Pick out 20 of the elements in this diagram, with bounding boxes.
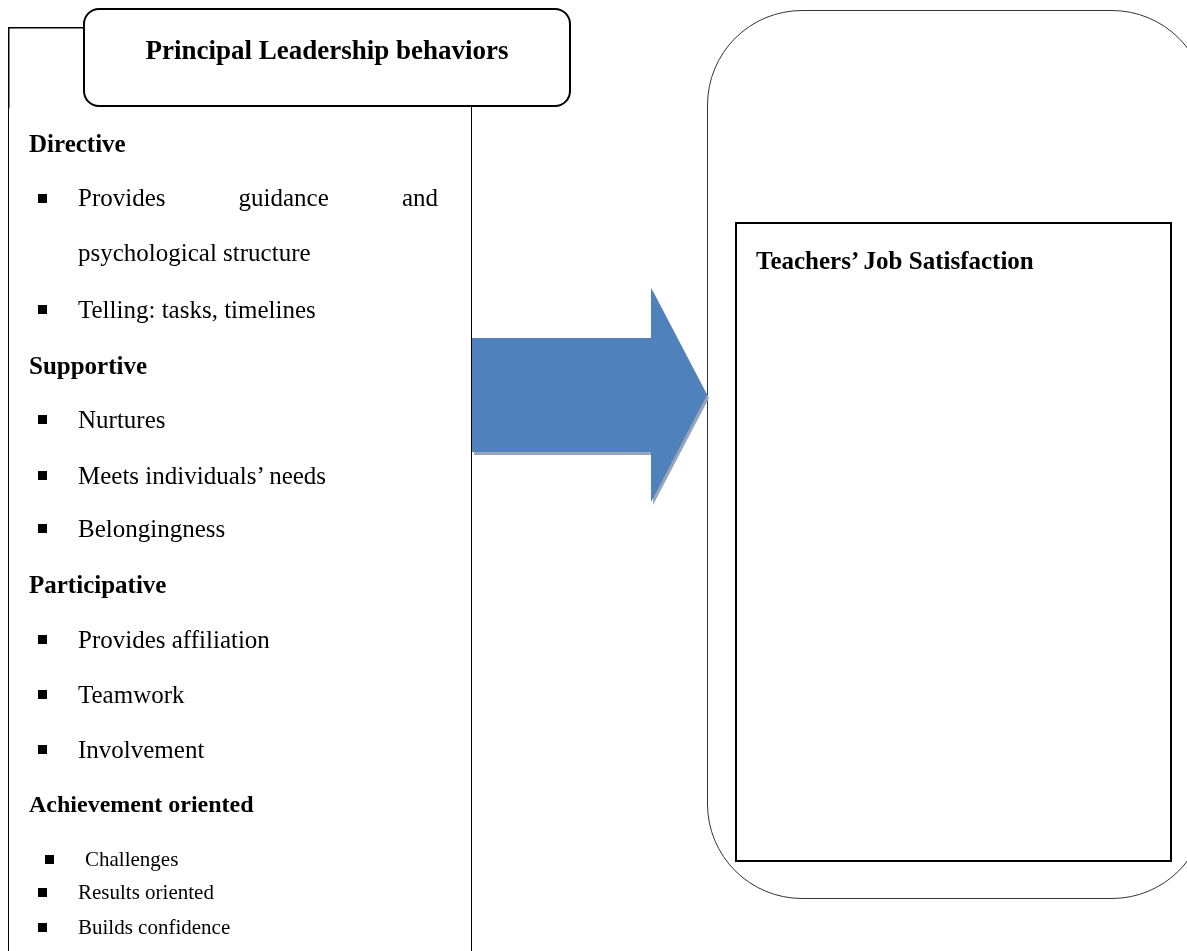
- bullet-text: Belongingness: [78, 515, 226, 544]
- block-arrow: [472, 288, 707, 502]
- bullet-text: Builds confidence: [78, 915, 231, 940]
- bullet-text: Telling: tasks, timelines: [78, 296, 316, 325]
- title-box: [83, 8, 571, 107]
- heading: Directive: [29, 130, 126, 159]
- bullet-text: Teamwork: [78, 681, 185, 710]
- bullet-text: Nurtures: [78, 406, 166, 435]
- outcome-box: [735, 222, 1172, 862]
- bullet-text: Provides guidance and psychological structure: [78, 183, 438, 268]
- heading: Achievement oriented: [29, 791, 254, 819]
- bullet-text: Challenges: [85, 847, 179, 872]
- heading: Participative: [29, 571, 167, 600]
- bullet-text: Involvement: [78, 736, 205, 765]
- bullet-text: Provides affiliation: [78, 626, 270, 655]
- title-text: Principal Leadership behaviors: [144, 35, 510, 67]
- heading: Supportive: [29, 352, 148, 381]
- heading: Teachers’ Job Satisfaction: [756, 247, 1034, 276]
- bullet-text: Results oriented: [78, 880, 214, 905]
- bullet-text: Meets individuals’ needs: [78, 462, 327, 491]
